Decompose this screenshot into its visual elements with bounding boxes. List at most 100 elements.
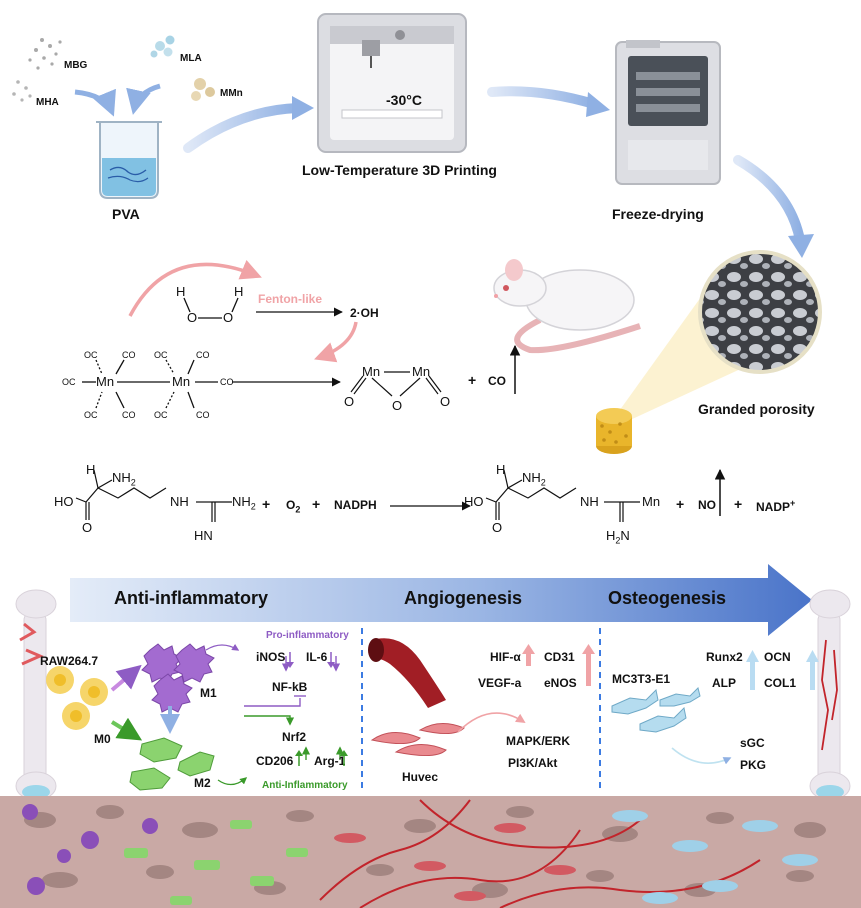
mmn-particles-icon [191, 78, 215, 101]
co-ligand-tr: CO [196, 350, 210, 360]
raw-cells-icon [46, 666, 108, 730]
m0-label: M0 [94, 732, 111, 746]
no-label: NO [698, 498, 716, 512]
sgc-label: sGC [740, 736, 765, 750]
co-ligand-b2: CO [122, 410, 136, 420]
vegf-label: VEGF-a [478, 676, 522, 690]
arginine-structure [75, 469, 232, 522]
osteogenesis-title: Osteogenesis [608, 588, 727, 608]
anti-inflammatory-small-label: Anti-Inflammatory [262, 780, 348, 791]
angio-up-arrows [522, 644, 595, 686]
raw-label: RAW264.7 [40, 654, 99, 668]
prod-mn: Mn [642, 494, 661, 509]
prod-nh2: NH2 [522, 470, 546, 488]
mha-particles-icon [12, 80, 32, 102]
nadp-label: NADP+ [756, 498, 796, 514]
arg-ho: HO [54, 494, 74, 509]
mc3t3-label: MC3T3-E1 [612, 672, 671, 686]
bone-left-icon [15, 589, 57, 801]
plus-1: + [468, 372, 477, 388]
mbg-label: MBG [64, 60, 88, 71]
bone-right-icon [809, 589, 851, 801]
m2-cells-icon [129, 737, 215, 791]
inos-label: iNOS [256, 650, 286, 664]
freeze-drying-label: Freeze-drying [612, 206, 704, 222]
oh-product: 2·OH [350, 306, 379, 320]
o-product-2: O [392, 398, 403, 413]
mn-atom-2: Mn [172, 374, 191, 389]
arrow-to-freezedryer [487, 86, 599, 109]
mla-label: MLA [180, 53, 202, 64]
fenton-like-label: Fenton-like [258, 292, 323, 306]
co-ligand-right: CO [220, 377, 234, 387]
col1-label: COL1 [764, 676, 797, 690]
ocn-label: OCN [764, 650, 791, 664]
arg-hn: HN [194, 528, 213, 543]
co-ligand-tl: OC [84, 350, 98, 360]
printing-label: Low-Temperature 3D Printing [302, 162, 497, 178]
mbg-particles-icon [28, 38, 62, 70]
pro-inflammatory-label: Pro-inflammatory [266, 630, 349, 641]
il6-label: IL-6 [306, 650, 328, 664]
mn2co10-structure [82, 359, 218, 409]
o-product-1: O [344, 394, 355, 409]
o-product-3: O [440, 394, 451, 409]
mmn-label: MMn [220, 88, 243, 99]
h-right: H [234, 284, 244, 299]
huvec-label: Huvec [402, 770, 439, 784]
mn-oxide-structure [350, 371, 442, 397]
pva-label: PVA [112, 206, 140, 222]
mc3t3-cells-icon [611, 687, 701, 733]
pkg-label: PKG [740, 758, 767, 772]
arg-nh: NH [170, 494, 189, 509]
h-left: H [176, 284, 186, 299]
runx2-label: Runx2 [706, 650, 743, 664]
m1-cells-icon [141, 643, 215, 713]
plus-3: + [312, 496, 321, 512]
arg-o: O [82, 520, 93, 535]
mn-product-2: Mn [412, 364, 431, 379]
blood-vessel-icon [368, 638, 446, 708]
o-right: O [223, 310, 234, 325]
alp-label: ALP [712, 676, 736, 690]
plus-5: + [734, 496, 743, 512]
mix-arrow-right [126, 83, 161, 115]
h2o2-structure [183, 297, 239, 319]
prod-ho: HO [464, 494, 484, 509]
arg1-label: Arg-1 [314, 754, 346, 768]
mn-atom-1: Mn [96, 374, 115, 389]
prod-h2n: H2N [606, 528, 630, 546]
huvec-cells-icon [370, 723, 465, 756]
nadph-label: NADPH [334, 498, 377, 512]
arg-h: H [86, 462, 96, 477]
co-ligand-b3: OC [154, 410, 168, 420]
tissue-m2-cells [124, 820, 308, 905]
mapk-label: MAPK/ERK [506, 734, 571, 748]
prod-nh: NH [580, 494, 599, 509]
co-gas-label: CO [488, 374, 506, 388]
angiogenesis-title: Angiogenesis [404, 588, 523, 608]
plus-2: + [262, 496, 271, 512]
arrow-to-printer [183, 103, 303, 153]
product-structure [485, 469, 640, 522]
hif-label: HIF-α [490, 650, 521, 664]
beaker-icon [96, 121, 162, 199]
effects-band-arrow [70, 564, 812, 636]
m0-to-m1-arrow [110, 664, 142, 692]
mla-particles-icon [150, 35, 175, 58]
freeze-dryer-icon [615, 40, 721, 185]
oh-to-mn-curve-arrow [314, 321, 358, 363]
printer-temperature: -30°C [386, 92, 422, 108]
mha-label: MHA [36, 97, 59, 108]
mix-arrow-left [74, 88, 116, 117]
prod-h: H [496, 462, 506, 477]
rat-icon [493, 259, 641, 354]
anti-inflammatory-title: Anti-inflammatory [114, 588, 269, 608]
co-ligand-bl: OC [84, 410, 98, 420]
pi3k-label: PI3K/Akt [508, 756, 558, 770]
arrow-to-scaffold [733, 155, 805, 245]
tissue-osteoblast-cells [612, 810, 818, 904]
mn-product-1: Mn [362, 364, 381, 379]
